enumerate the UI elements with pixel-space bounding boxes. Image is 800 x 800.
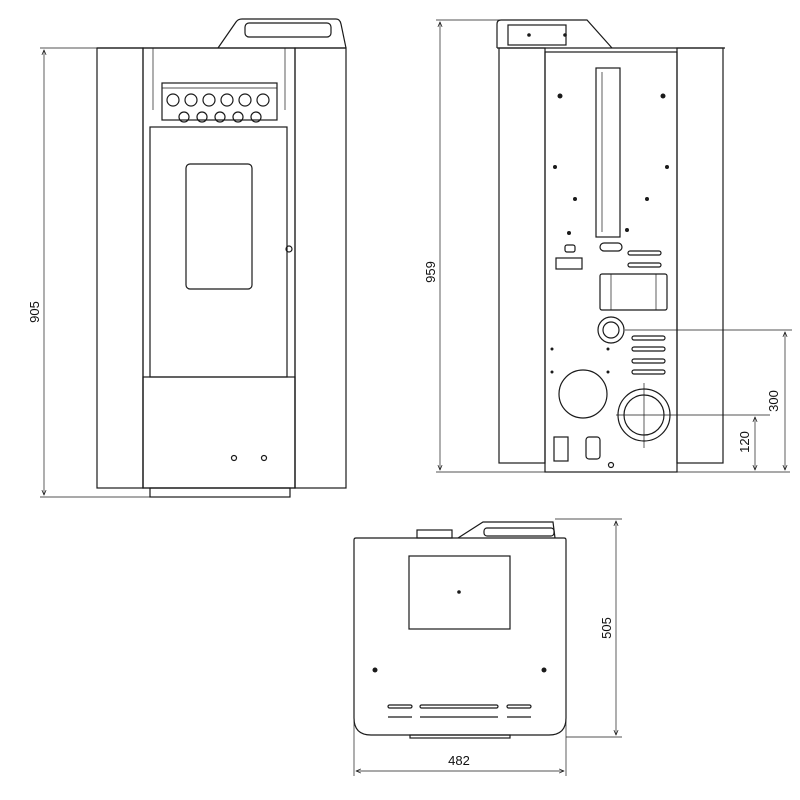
rear-connector	[555, 257, 583, 270]
rear-hopper	[496, 19, 613, 49]
rear-switch	[585, 436, 601, 460]
front-base	[149, 487, 291, 498]
flue-height-label: 300	[766, 390, 781, 412]
rear-height-label: 959	[423, 261, 438, 283]
rear-left-side-panel	[498, 47, 546, 464]
rear-view: 959	[423, 19, 792, 473]
front-door-glass	[185, 163, 253, 290]
front-height-label: 905	[27, 301, 42, 323]
front-left-side-panel	[96, 47, 144, 489]
top-lid-plate	[408, 555, 511, 630]
front-view: 905	[27, 18, 347, 498]
top-width-label: 482	[448, 753, 470, 768]
front-lower-panel	[142, 376, 296, 489]
rear-fan-plate	[599, 273, 668, 311]
power-socket	[553, 436, 569, 462]
front-hopper-lid	[217, 18, 347, 49]
rear-right-side-panel	[676, 47, 724, 464]
rear-cover-circle	[558, 369, 608, 419]
outlet-height-label: 120	[737, 431, 752, 453]
front-air-grille	[161, 82, 278, 123]
rear-vertical-slot	[595, 67, 621, 238]
rear-screws	[550, 93, 669, 374]
top-depth-label: 505	[599, 617, 614, 639]
rear-air-intake	[597, 316, 625, 344]
rear-center-panel	[544, 51, 678, 473]
front-right-side-panel	[294, 47, 347, 489]
top-hopper-handle	[483, 527, 555, 537]
top-view: 505 482	[353, 518, 622, 776]
